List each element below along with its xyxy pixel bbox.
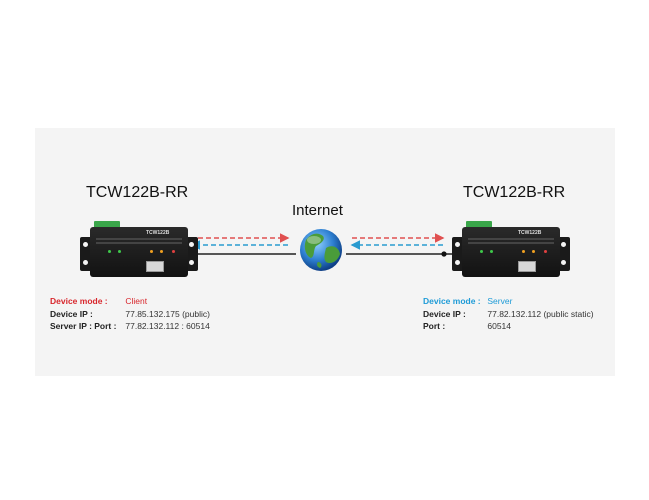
client-device-icon: TCW122B: [80, 221, 198, 277]
server-port-value: 60514: [487, 321, 512, 331]
server-port-label: Port :: [423, 321, 446, 331]
internet-label: Internet: [292, 202, 343, 219]
client-info: Device mode : Client Device IP : 77.85.1…: [50, 295, 210, 333]
server-mode-label: Device mode :: [423, 296, 481, 306]
server-mode-value: Server: [487, 296, 513, 306]
server-model-label: TCW122B: [518, 230, 542, 236]
client-ip-label: Device IP :: [50, 308, 93, 319]
client-server-label: Server IP : Port :: [50, 321, 117, 331]
server-device-icon: TCW122B: [452, 221, 570, 277]
client-server-value: 77.82.132.112 : 60514: [125, 321, 210, 331]
server-ip-label: Device IP :: [423, 308, 466, 319]
client-mode-label: Device mode :: [50, 296, 108, 306]
server-device-title: TCW122B-RR: [463, 184, 566, 201]
globe-icon: [300, 229, 342, 271]
client-device-title: TCW122B-RR: [86, 184, 189, 201]
server-info: Device mode : Server Device IP : 77.82.1…: [423, 295, 594, 333]
server-cable-end: [441, 251, 447, 257]
client-model-label: TCW122B: [146, 230, 170, 236]
client-mode-value: Client: [125, 296, 148, 306]
client-ip-value: 77.85.132.175 (public): [125, 308, 210, 319]
server-ip-value: 77.82.132.112 (public static): [487, 308, 594, 319]
